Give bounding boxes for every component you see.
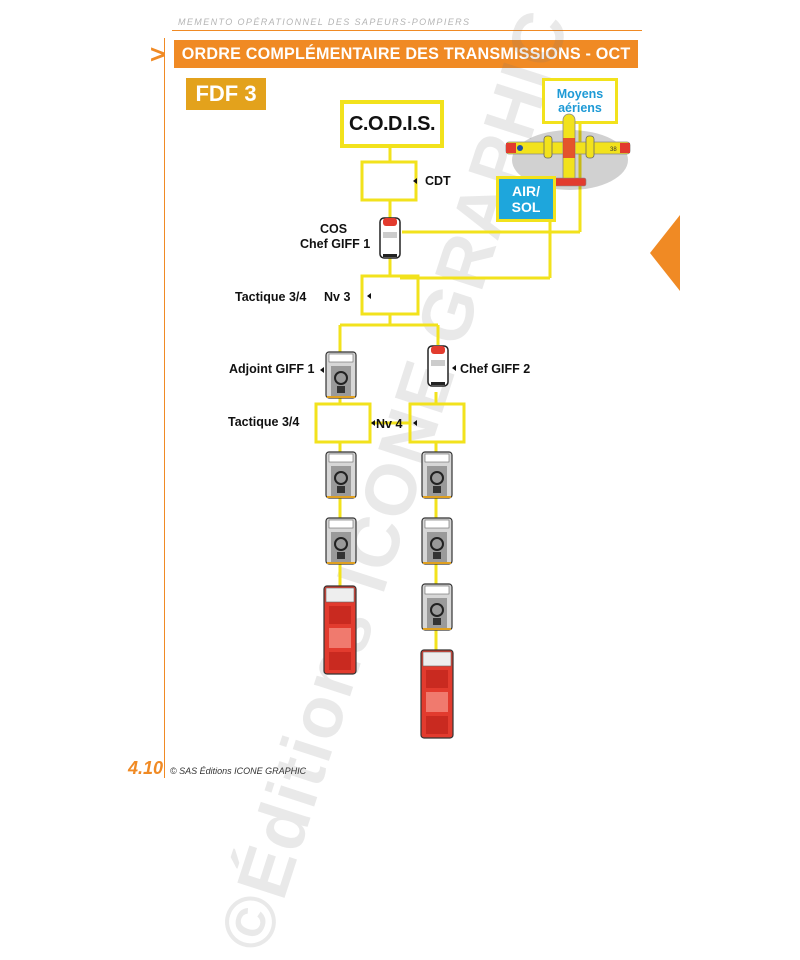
chevron-right-icon: >	[150, 39, 166, 69]
chef-giff-1-label: Chef GIFF 1	[300, 237, 371, 251]
moyens-label: Moyens	[556, 87, 604, 101]
cos-vehicle-icon	[379, 217, 401, 259]
sol-label: SOL	[511, 199, 541, 215]
chef-giff-2-vehicle-icon	[427, 345, 449, 387]
vehicles-layer	[323, 217, 454, 739]
codis-box: C.O.D.I.S.	[340, 100, 444, 148]
water-bomber-plane-icon: 38	[505, 113, 631, 190]
right-ccf-1-icon	[421, 451, 453, 499]
side-tab-triangle[interactable]	[650, 215, 680, 291]
page-number: 4.10	[128, 758, 164, 778]
air-label: AIR/	[512, 183, 540, 199]
adjoint-giff-1-label: Adjoint GIFF 1	[229, 362, 315, 376]
left-big-truck-icon	[323, 585, 357, 675]
air-sol-box: AIR/ SOL	[496, 176, 556, 222]
adjoint-giff-1-vehicle-icon	[325, 351, 357, 399]
right-big-truck-icon	[420, 649, 454, 739]
right-ccf-3-icon	[421, 583, 453, 631]
footer-copyright: © SAS Éditions ICONE GRAPHIC	[170, 766, 307, 776]
page-title: ORDRE COMPLÉMENTAIRE DES TRANSMISSIONS -…	[181, 44, 631, 63]
header-rule	[172, 30, 642, 31]
nv3-label: Nv 3	[324, 290, 351, 304]
left-ccf-1-icon	[325, 451, 357, 499]
fdf-badge: FDF 3	[186, 78, 266, 110]
cos-label: COS	[320, 222, 348, 236]
left-ccf-2-icon	[325, 517, 357, 565]
tactique-nv4-label: Tactique 3/4	[228, 415, 300, 429]
nv4-label: Nv 4	[376, 417, 403, 431]
title-bar: ORDRE COMPLÉMENTAIRE DES TRANSMISSIONS -…	[174, 40, 638, 68]
chef-giff-2-label: Chef GIFF 2	[460, 362, 531, 376]
tactique-nv3-label: Tactique 3/4	[235, 290, 307, 304]
cdt-label: CDT	[425, 174, 451, 188]
plane-number: 38	[610, 147, 617, 153]
right-ccf-2-icon	[421, 517, 453, 565]
aeriens-label: aériens	[558, 101, 602, 115]
running-header: MEMENTO OPÉRATIONNEL DES SAPEURS-POMPIER…	[178, 17, 471, 27]
margin-rule	[164, 38, 165, 778]
moyens-aeriens-box: Moyens aériens	[542, 78, 618, 124]
